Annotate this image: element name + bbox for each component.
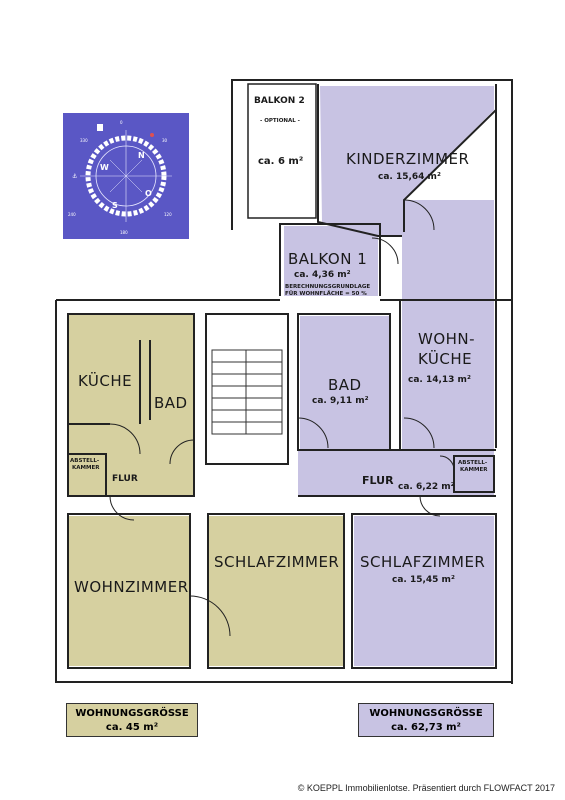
summary-right: WOHNUNGSGRÖSSE ca. 62,73 m² [358, 703, 494, 737]
schlafzimmer-left-label: SCHLAFZIMMER [214, 553, 340, 571]
wohnzimmer-label: WOHNZIMMER [74, 578, 189, 596]
bad-right-label: BAD [328, 376, 362, 394]
kinderzimmer-area: ca. 15,64 m² [378, 172, 441, 182]
svg-text:30: 30 [162, 138, 168, 143]
balkon2-area: ca. 6 m² [258, 156, 304, 167]
abstell-right-line2: KAMMER [460, 467, 488, 473]
svg-text:0: 0 [120, 120, 123, 125]
svg-text:240: 240 [68, 212, 76, 217]
staircase [211, 349, 283, 435]
abstell-left-line1: ABSTELL- [70, 458, 100, 464]
abstell-left-line2: KAMMER [72, 465, 100, 471]
wohnkueche-label-2: KÜCHE [418, 350, 473, 368]
flur-left-label: FLUR [112, 474, 138, 484]
summary-left: WOHNUNGSGRÖSSE ca. 45 m² [66, 703, 198, 737]
svg-text:180: 180 [120, 230, 128, 235]
walls [55, 79, 513, 684]
summary-left-area: ca. 45 m² [105, 722, 159, 733]
balkon1-note2: FÜR WOHNFLÄCHE = 50 % [285, 291, 367, 297]
wohnkueche-label-1: WOHN- [418, 330, 476, 348]
compass-rose-icon: ⚓ N O S W 0 330 30 240 120 180 [63, 113, 189, 239]
summary-left-title: WOHNUNGSGRÖSSE [75, 708, 189, 719]
summary-right-title: WOHNUNGSGRÖSSE [369, 708, 483, 719]
compass-north: N [138, 151, 145, 160]
flur-right-label: FLUR [362, 474, 394, 487]
balkon1-note1: BERECHNUNGSGRUNDLAGE [285, 284, 371, 290]
svg-text:330: 330 [80, 138, 88, 143]
svg-text:120: 120 [164, 212, 172, 217]
kinderzimmer-label: KINDERZIMMER [346, 150, 470, 168]
svg-text:⚓: ⚓ [72, 173, 77, 180]
abstell-right-line1: ABSTELL- [458, 460, 488, 466]
kueche-label: KÜCHE [78, 372, 133, 390]
summary-right-area: ca. 62,73 m² [391, 722, 461, 733]
schlafzimmer-right-label: SCHLAFZIMMER [360, 553, 486, 571]
balkon1-label: BALKON 1 [288, 250, 368, 268]
balkon2-note: - OPTIONAL - [260, 118, 300, 124]
balkon1-area: ca. 4,36 m² [294, 270, 351, 280]
doors [109, 199, 455, 637]
schlafzimmer-right-area: ca. 15,45 m² [392, 575, 455, 585]
flur-right-area: ca. 6,22 m² [398, 482, 455, 492]
compass-west: W [100, 163, 109, 172]
wohnkueche-area: ca. 14,13 m² [408, 375, 471, 385]
bad-right-area: ca. 9,11 m² [312, 396, 369, 406]
balkon2-label: BALKON 2 [254, 96, 305, 106]
copyright-text: © KOEPPL Immobilienlotse. Präsentiert du… [297, 783, 555, 793]
compass-south: S [112, 201, 118, 210]
bad-left-label: BAD [154, 394, 188, 412]
compass-east: O [145, 189, 152, 198]
room-fills [69, 86, 494, 666]
